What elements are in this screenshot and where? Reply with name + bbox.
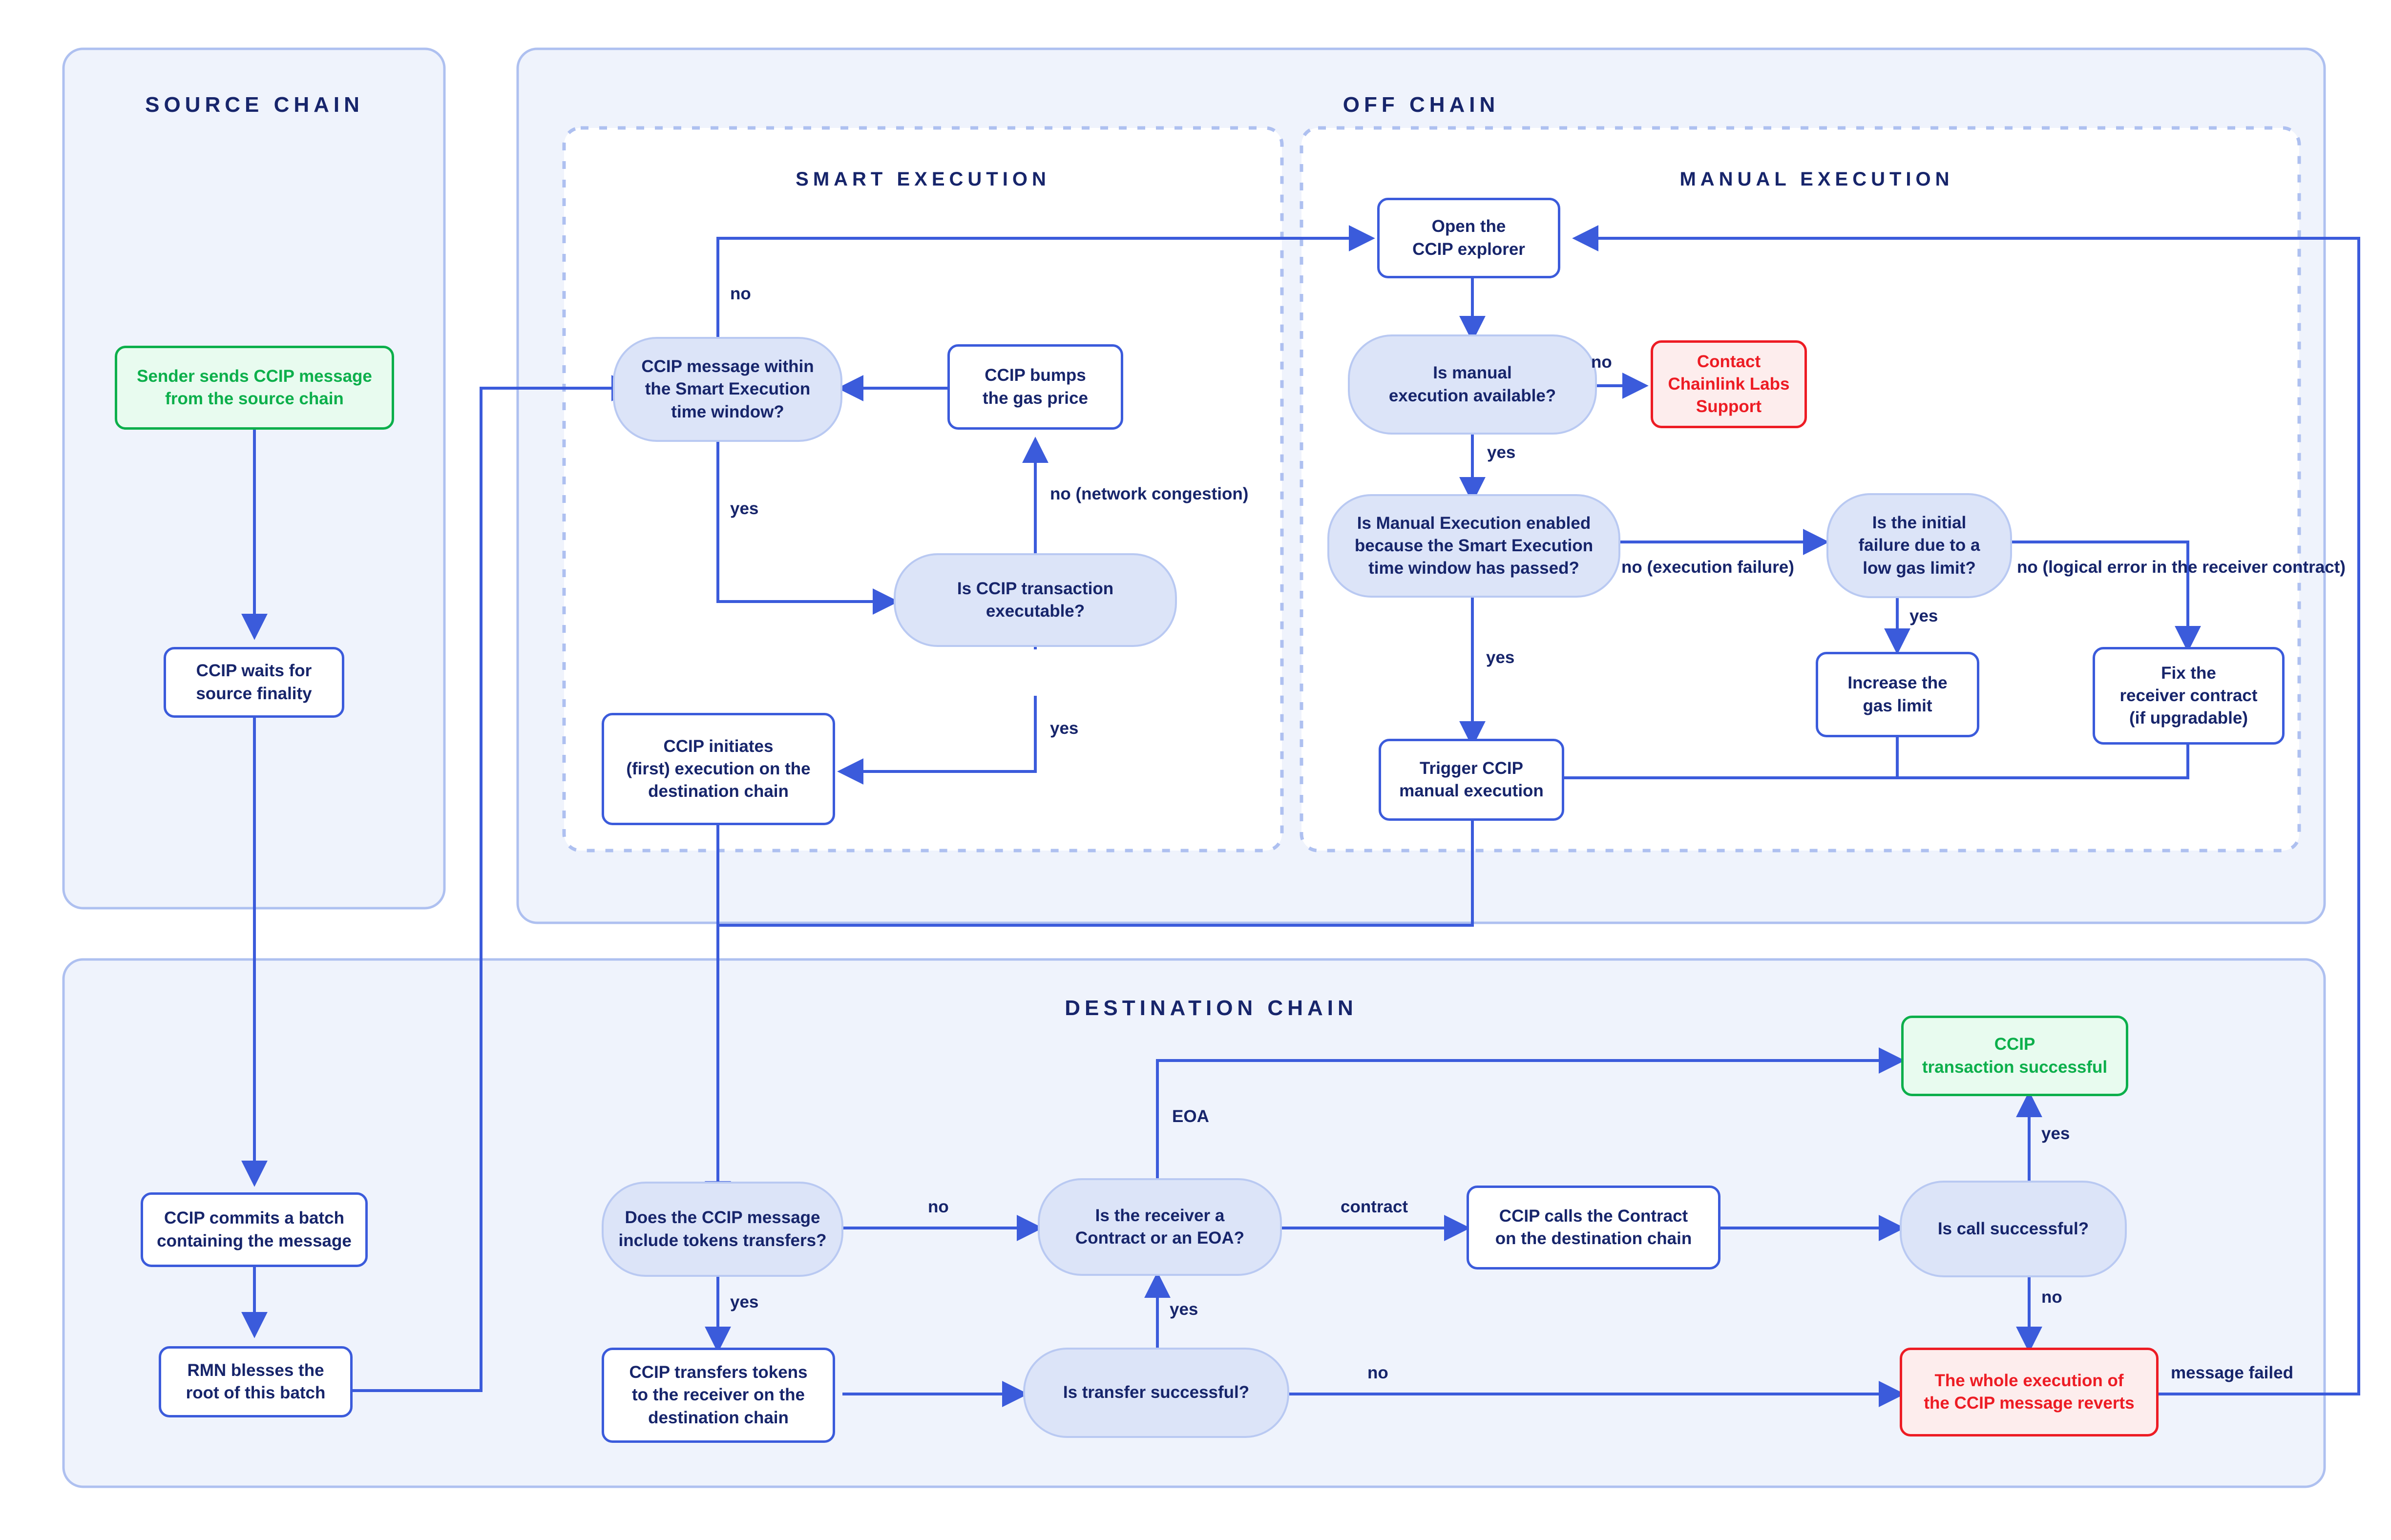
group-title-source-chain: SOURCE CHAIN <box>145 93 364 117</box>
node-sender-sends-message[interactable]: Sender sends CCIP message from the sourc… <box>115 346 394 430</box>
node-includes-token-transfers[interactable]: Does the CCIP message include tokens tra… <box>602 1182 843 1277</box>
node-ccip-transaction-successful[interactable]: CCIP transaction successful <box>1901 1016 2128 1096</box>
edge-rmn-to-window <box>353 375 638 1392</box>
group-title-destination-chain: DESTINATION CHAIN <box>1065 996 1358 1020</box>
node-contact-chainlink-labs-support[interactable]: Contact Chainlink Labs Support <box>1651 340 1807 428</box>
group-title-manual-execution: MANUAL EXECUTION <box>1679 168 1954 190</box>
node-is-manual-execution-enabled[interactable]: Is Manual Execution enabled because the … <box>1327 494 1620 598</box>
node-ccip-initiates-execution[interactable]: CCIP initiates (first) execution on the … <box>602 713 835 825</box>
edge-window-yes-to-executable <box>716 437 899 615</box>
edge-label-no-logical-error: no (logical error in the receiver contra… <box>2017 558 2346 577</box>
edge-executable-yes-to-initiates <box>837 696 1037 785</box>
node-open-ccip-explorer[interactable]: Open the CCIP explorer <box>1377 198 1560 278</box>
edge-fix-receiver-to-trigger <box>1536 745 2189 779</box>
group-smart-execution <box>562 126 1284 853</box>
edge-label-no-congestion: no (network congestion) <box>1050 484 1249 503</box>
node-rmn-blesses-root[interactable]: RMN blesses the root of this batch <box>159 1346 353 1417</box>
edge-reverts-to-explorer <box>1572 225 2360 1395</box>
edge-label-yes-manual: yes <box>1487 443 1516 462</box>
node-trigger-manual-execution[interactable]: Trigger CCIP manual execution <box>1379 739 1564 821</box>
edge-label-yes-call: yes <box>2041 1124 2070 1143</box>
edge-label-message-failed: message failed <box>2171 1363 2293 1382</box>
edge-label-no-call: no <box>2041 1288 2062 1307</box>
edge-trigger-to-destination <box>718 793 1474 927</box>
edge-label-yes-manual-enabled: yes <box>1486 648 1515 667</box>
edge-window-no-to-explorer <box>716 225 1375 342</box>
node-message-within-window[interactable]: CCIP message within the Smart Execution … <box>613 337 842 442</box>
node-ccip-commits-batch[interactable]: CCIP commits a batch containing the mess… <box>141 1192 368 1267</box>
node-ccip-calls-contract[interactable]: CCIP calls the Contract on the destinati… <box>1467 1186 1720 1269</box>
group-title-off-chain: OFF CHAIN <box>1342 93 1500 117</box>
node-ccip-transfers-tokens[interactable]: CCIP transfers tokens to the receiver on… <box>602 1348 835 1443</box>
node-whole-execution-reverts[interactable]: The whole execution of the CCIP message … <box>1900 1348 2159 1436</box>
edge-label-eoa: EOA <box>1172 1107 1209 1126</box>
node-is-receiver-contract-or-eoa[interactable]: Is the receiver a Contract or an EOA? <box>1038 1178 1282 1276</box>
node-is-call-successful[interactable]: Is call successful? <box>1900 1181 2127 1277</box>
node-increase-gas-limit[interactable]: Increase the gas limit <box>1816 652 1979 737</box>
group-title-smart-execution: SMART EXECUTION <box>796 168 1050 190</box>
edge-failure-no-to-fix-receiver <box>1969 541 2201 652</box>
node-is-initial-failure-low-gas[interactable]: Is the initial failure due to a low gas … <box>1826 493 2012 598</box>
edge-label-yes-executable: yes <box>1050 719 1079 738</box>
edge-label-no-transfer: no <box>1367 1363 1388 1382</box>
edge-label-no-tokens: no <box>928 1197 949 1216</box>
edge-label-no-window: no <box>730 284 751 303</box>
edge-label-yes-low-gas: yes <box>1909 606 1938 625</box>
edge-label-yes-window: yes <box>730 499 759 518</box>
edge-label-no-manual: no <box>1591 353 1612 372</box>
node-fix-receiver-contract[interactable]: Fix the receiver contract (if upgradable… <box>2093 647 2285 745</box>
edge-label-no-execution-failure: no (execution failure) <box>1621 558 1794 577</box>
edge-label-contract: contract <box>1341 1197 1408 1216</box>
edge-receiver-eoa-to-success <box>1156 1047 1905 1204</box>
edge-label-yes-tokens: yes <box>730 1292 759 1311</box>
edge-label-yes-transfer: yes <box>1170 1300 1198 1319</box>
node-ccip-bumps-gas-price[interactable]: CCIP bumps the gas price <box>947 344 1123 430</box>
node-is-transaction-executable[interactable]: Is CCIP transaction executable? <box>894 553 1177 647</box>
group-manual-execution <box>1300 126 2301 853</box>
node-is-manual-execution-available[interactable]: Is manual execution available? <box>1348 334 1597 435</box>
node-ccip-waits-finality[interactable]: CCIP waits for source finality <box>164 647 344 718</box>
node-is-transfer-successful[interactable]: Is transfer successful? <box>1023 1348 1289 1438</box>
